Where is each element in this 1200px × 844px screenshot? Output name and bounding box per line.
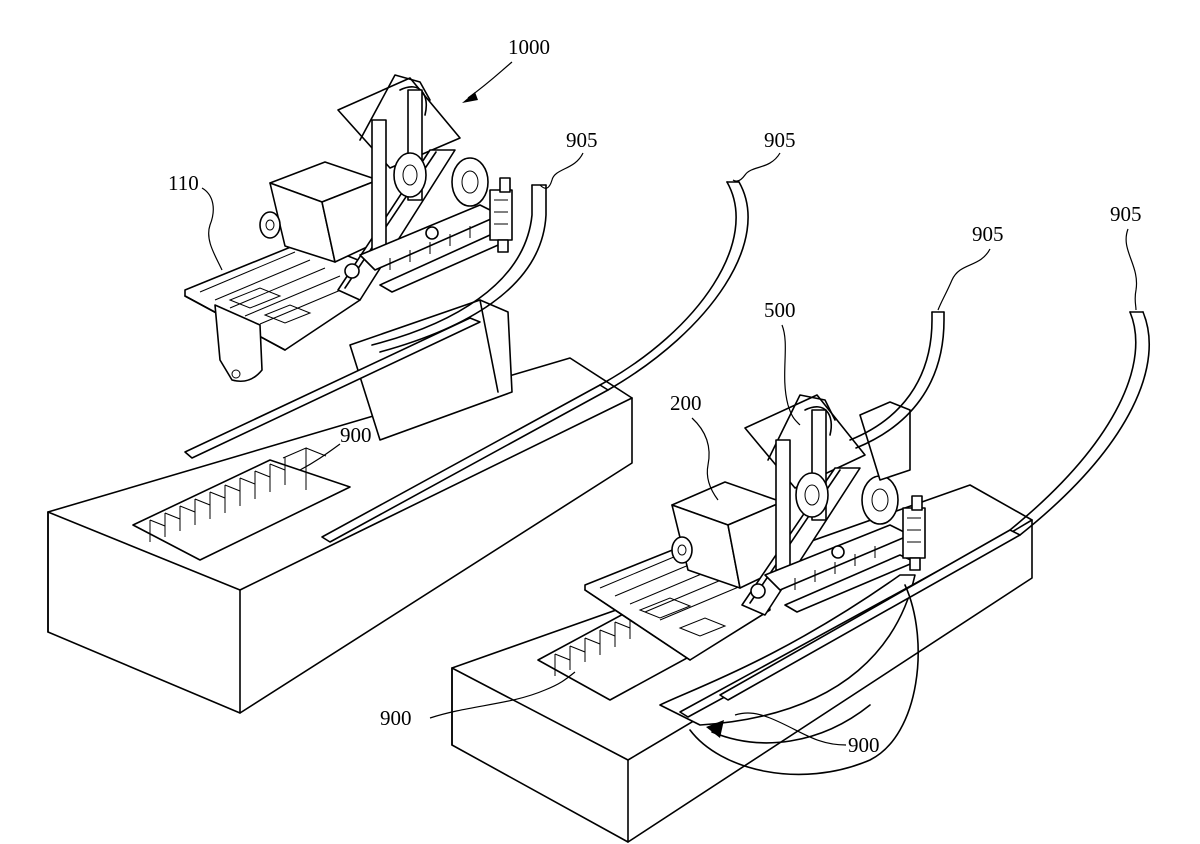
left-cable-near [371, 184, 547, 353]
svg-text:200: 200 [670, 391, 702, 415]
swing-arrow [689, 584, 919, 776]
svg-text:900: 900 [848, 733, 880, 757]
svg-text:905: 905 [764, 128, 796, 152]
label-905-left-far: 905 [732, 128, 796, 182]
right-cable-inner [849, 311, 945, 449]
left-cable-far [599, 181, 749, 391]
label-1000: 1000 [462, 35, 550, 103]
right-machine [584, 394, 926, 661]
label-900-left: 900 [299, 423, 372, 471]
label-500: 500 [764, 298, 801, 426]
label-905-right-outer: 905 [1110, 202, 1142, 311]
svg-text:1000: 1000 [508, 35, 550, 59]
label-110: 110 [168, 171, 223, 271]
svg-text:900: 900 [340, 423, 372, 447]
label-905-left-near: 905 [539, 128, 598, 189]
svg-text:900: 900 [380, 706, 412, 730]
left-mold-slot [132, 447, 351, 561]
svg-text:905: 905 [566, 128, 598, 152]
right-rails [679, 529, 1021, 718]
label-905-right-inner: 905 [937, 222, 1004, 311]
label-900-right-bottom: 900 [380, 671, 576, 730]
svg-text:110: 110 [168, 171, 199, 195]
svg-text:905: 905 [972, 222, 1004, 246]
right-cable-outer [1009, 311, 1150, 536]
svg-text:500: 500 [764, 298, 796, 322]
left-machine [184, 74, 513, 383]
label-900-right-arrow: 900 [734, 712, 880, 757]
left-pedestal [349, 299, 513, 441]
svg-text:905: 905 [1110, 202, 1142, 226]
label-200: 200 [670, 391, 719, 501]
